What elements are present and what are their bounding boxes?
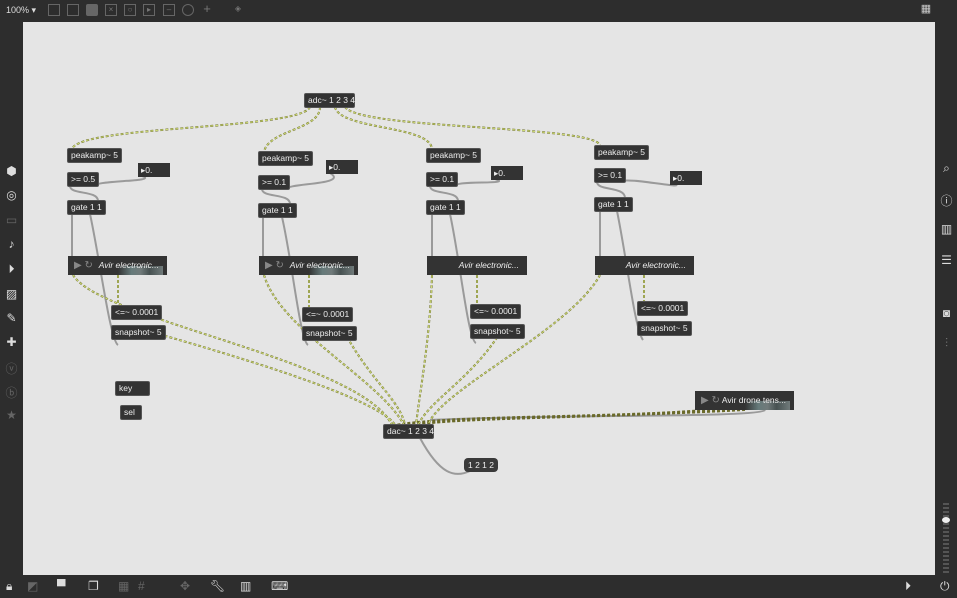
new-button-icon[interactable]: × (105, 4, 117, 16)
number-box[interactable]: ▸0. (326, 160, 358, 174)
peakamp-object[interactable]: peakamp~ 5 (68, 149, 122, 162)
new-message-icon[interactable] (67, 4, 79, 16)
play-icon[interactable]: ▶ ↻ (701, 395, 720, 406)
key-object[interactable]: key (116, 382, 149, 395)
number-value: 0. (333, 162, 341, 172)
threshold-object[interactable]: >= 0.1 (259, 176, 290, 189)
grid-icon[interactable]: ▦ (920, 3, 932, 15)
snapshot-object[interactable]: snapshot~ 5 (112, 326, 165, 339)
debug-icon[interactable]: ✥ (180, 579, 191, 593)
keyboard-icon[interactable]: ⌨ (271, 579, 289, 593)
playlist-player[interactable]: ▶ ↻ Avir electronic... (68, 256, 167, 275)
bar-icon[interactable]: ▭ (5, 213, 18, 227)
paint-bucket-icon[interactable]: ◈ (234, 4, 242, 13)
snapshot-object[interactable]: snapshot~ 5 (638, 322, 691, 335)
waveform (745, 401, 790, 410)
camera-icon[interactable]: ◙ (942, 306, 951, 320)
number-value: 0. (498, 168, 506, 178)
add-icon[interactable]: + (203, 1, 211, 16)
peakamp-object[interactable]: peakamp~ 5 (427, 149, 481, 162)
number-box[interactable]: ▸0. (491, 166, 523, 180)
target-icon[interactable]: ◎ (6, 188, 17, 202)
windows-icon[interactable]: ❐ (88, 579, 99, 593)
player-label: Avir electronic... (289, 260, 350, 270)
presentation-icon[interactable]: ▀ (57, 579, 66, 593)
book-icon[interactable]: ▥ (940, 222, 953, 236)
star-icon[interactable]: ★ (6, 408, 17, 422)
peakamp-object[interactable]: peakamp~ 5 (595, 146, 649, 159)
grid-icon[interactable]: # (138, 579, 145, 593)
search-icon[interactable]: ⌕ (943, 161, 950, 175)
new-object-icon[interactable] (48, 4, 60, 16)
play-icon[interactable]: ▶ ↻ (74, 260, 93, 271)
package-icon[interactable]: ⬢ (6, 164, 17, 178)
new-comment-icon[interactable] (86, 4, 98, 16)
gate-object[interactable]: gate 1 1 (595, 198, 632, 211)
waveform (118, 266, 163, 275)
patcher-canvas[interactable] (23, 22, 935, 575)
music-note-icon[interactable]: ♪ (8, 237, 15, 251)
audio-play-icon[interactable]: ⏵ (905, 579, 912, 593)
compare-object[interactable]: <=~ 0.0001 (303, 308, 353, 321)
b-icon[interactable]: ⓑ (5, 386, 18, 400)
waveform (309, 266, 354, 275)
volume-knob[interactable] (942, 517, 950, 523)
threshold-object[interactable]: >= 0.5 (68, 173, 99, 186)
number-box[interactable]: ▸0. (670, 171, 702, 185)
new-toggle-icon[interactable]: ○ (124, 4, 136, 16)
new-number-icon[interactable]: ▸ (143, 4, 155, 16)
playlist-player[interactable]: Avir electronic... (595, 256, 694, 275)
adc-object[interactable]: adc~ 1 2 3 4 (305, 94, 355, 107)
player-label: Avir electronic... (98, 260, 159, 270)
threshold-object[interactable]: >= 0.1 (427, 173, 458, 186)
number-box[interactable]: ▸0. (138, 163, 170, 177)
piano-icon[interactable]: ▥ (240, 579, 252, 593)
v-icon[interactable]: ⓥ (5, 362, 18, 376)
volume-slider[interactable] (942, 503, 950, 573)
info-icon[interactable]: ⓘ (940, 194, 953, 208)
paperclip-icon[interactable]: ✎ (6, 311, 17, 325)
new-dial-icon[interactable] (182, 4, 194, 16)
compare-object[interactable]: <=~ 0.0001 (112, 306, 162, 319)
gate-object[interactable]: gate 1 1 (259, 204, 296, 217)
top-toolbar: 100% ▾ × ○ ▸ – + ◈ ▦ (0, 0, 957, 22)
new-slider-icon[interactable]: – (163, 4, 175, 16)
lock-icon[interactable]: 🔒︎ (6, 579, 13, 593)
bottom-toolbar: 🔒︎ ◩ ▀ ❐ ▦ # ✥ 🔧︎ ▥ ⌨ ⏵ ⏻ (0, 575, 957, 598)
gate-object[interactable]: gate 1 1 (427, 201, 464, 214)
threshold-object[interactable]: >= 0.1 (595, 169, 626, 182)
image-icon[interactable]: ▨ (5, 287, 18, 301)
player-label: Avir electronic... (625, 260, 686, 270)
media-icon[interactable]: ⏵ (8, 262, 15, 276)
sel-object[interactable]: sel (121, 406, 141, 419)
list-icon[interactable]: ☰ (941, 253, 952, 267)
power-icon[interactable]: ⏻ (940, 579, 950, 593)
compare-object[interactable]: <=~ 0.0001 (471, 305, 521, 318)
number-value: 0. (677, 173, 685, 183)
zoom-dropdown[interactable]: 100% ▾ (6, 5, 37, 15)
peakamp-object[interactable]: peakamp~ 5 (259, 152, 313, 165)
drone-player[interactable]: ▶ ↻Avir drone tens... (695, 391, 794, 410)
mute-icon[interactable]: ▦ (118, 579, 130, 593)
number-value: 0. (145, 165, 153, 175)
left-sidebar: ⬢ ◎ ▭ ♪ ⏵ ▨ ✎ ✚ ⓥ ⓑ ★ (0, 22, 23, 575)
player-label: Avir drone tens... (721, 395, 786, 405)
zoom-label: 100% (6, 5, 30, 15)
snapshot-object[interactable]: snapshot~ 5 (471, 325, 524, 338)
playlist-player[interactable]: Avir electronic... (427, 256, 527, 275)
edit-icon[interactable]: ◩ (27, 579, 39, 593)
message-box[interactable]: 1 2 1 2 (464, 458, 498, 472)
play-icon[interactable]: ▶ ↻ (265, 260, 284, 271)
mixer-icon[interactable]: ⫶ (944, 336, 948, 350)
snapshot-object[interactable]: snapshot~ 5 (303, 327, 356, 340)
compare-object[interactable]: <=~ 0.0001 (638, 302, 688, 315)
wrench-icon[interactable]: 🔧︎ (210, 579, 226, 593)
dac-object[interactable]: dac~ 1 2 3 4 (384, 425, 434, 438)
plugin-icon[interactable]: ✚ (6, 335, 17, 349)
gate-object[interactable]: gate 1 1 (68, 201, 105, 214)
playlist-player[interactable]: ▶ ↻ Avir electronic... (259, 256, 358, 275)
player-label: Avir electronic... (458, 260, 519, 270)
